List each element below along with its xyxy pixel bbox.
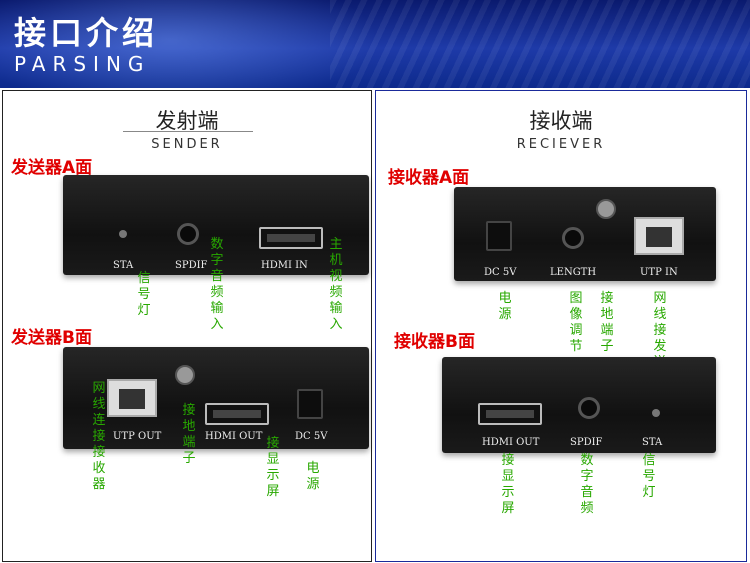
sta-led-icon — [119, 230, 127, 238]
note-ground: 接地端子 — [182, 403, 196, 466]
note-dc: 电源 — [498, 291, 512, 322]
receiver-b-hdmi-label: HDMI OUT — [482, 437, 540, 448]
sender-face-a-label: 发送器A面 — [11, 158, 93, 178]
note-length: 图像调节 — [569, 291, 583, 354]
sta-led-icon — [652, 409, 660, 417]
receiver-b-spdif-label: SPDIF — [570, 437, 603, 448]
receiver-b-sta-label: STA — [642, 437, 663, 448]
note-ground: 接地端子 — [600, 291, 614, 354]
receiver-a-utp-label: UTP IN — [640, 267, 678, 278]
sender-a-sta-label: STA — [113, 260, 134, 271]
length-knob-icon — [562, 227, 584, 249]
sender-title-underline — [123, 131, 253, 132]
note-spdif: 数字音频 — [580, 453, 594, 516]
note-sta: 信号灯 — [137, 271, 151, 318]
receiver-device-a: DC 5V LENGTH UTP IN — [454, 187, 716, 281]
spdif-jack-icon — [177, 223, 199, 245]
sender-a-spdif-label: SPDIF — [175, 260, 208, 271]
note-spdif: 数字音频输入 — [210, 237, 224, 332]
sender-device-a: STA SPDIF HDMI IN — [63, 175, 369, 275]
sender-panel: 发射端 SENDER 发送器A面 STA SPDIF HDMI IN 信号灯 数… — [2, 90, 372, 562]
receiver-face-b-label: 接收器B面 — [394, 332, 475, 352]
receiver-title: 接收端 — [529, 109, 593, 133]
sender-b-utp-label: UTP OUT — [113, 431, 162, 442]
sender-face-b-label: 发送器B面 — [11, 328, 92, 348]
receiver-title-en: RECIEVER — [516, 137, 606, 152]
note-hdmi-in: 主机视频输入 — [329, 237, 343, 332]
sender-a-hdmi-label: HDMI IN — [261, 260, 308, 271]
receiver-device-b: HDMI OUT SPDIF STA — [442, 357, 716, 453]
sender-title: 发射端 — [155, 109, 219, 133]
dc-jack-icon — [486, 221, 512, 251]
receiver-face-a-label: 接收器A面 — [388, 168, 470, 188]
receiver-panel: 接收端 RECIEVER 接收器A面 DC 5V LENGTH UTP IN 电… — [375, 90, 747, 562]
banner-glow — [0, 0, 380, 88]
sender-title-en: SENDER — [151, 137, 223, 152]
note-sta: 信号灯 — [642, 453, 656, 500]
receiver-a-length-label: LENGTH — [550, 267, 597, 278]
rj45-port-icon — [634, 217, 684, 255]
header-banner: 接口介绍 PARSING — [0, 0, 750, 88]
sender-b-dc-label: DC 5V — [295, 431, 328, 442]
hdmi-port-icon — [205, 403, 269, 425]
page-subtitle: PARSING — [14, 52, 151, 76]
hdmi-port-icon — [478, 403, 542, 425]
receiver-a-dc-label: DC 5V — [484, 267, 517, 278]
sender-b-hdmi-label: HDMI OUT — [205, 431, 263, 442]
hdmi-port-icon — [259, 227, 323, 249]
banner-rays — [330, 0, 750, 88]
ground-screw-icon — [175, 365, 195, 385]
page-title: 接口介绍 — [14, 14, 159, 52]
sender-device-b: UTP OUT HDMI OUT DC 5V — [63, 347, 369, 449]
ground-screw-icon — [596, 199, 616, 219]
note-hdmi-out: 接显示屏 — [501, 453, 515, 516]
note-utp-out: 网线连接接收器 — [92, 381, 106, 492]
note-hdmi-out: 接显示屏 — [266, 436, 280, 499]
dc-jack-icon — [297, 389, 323, 419]
note-dc: 电源 — [306, 461, 320, 492]
spdif-jack-icon — [578, 397, 600, 419]
rj45-port-icon — [107, 379, 157, 417]
